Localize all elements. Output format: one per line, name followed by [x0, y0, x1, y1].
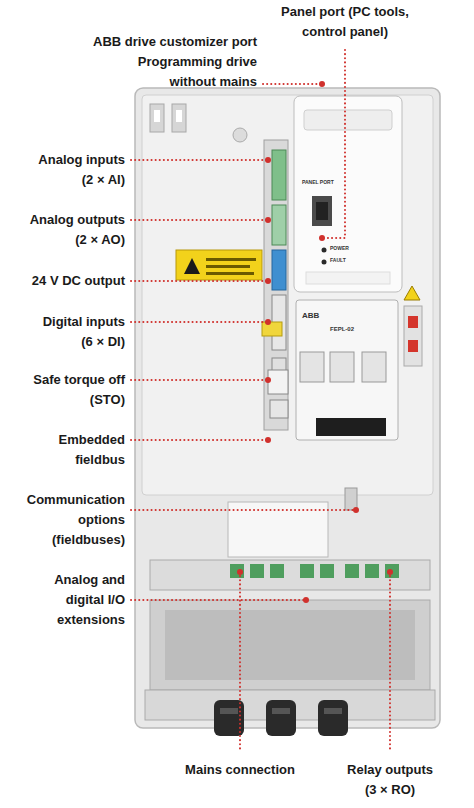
device-marking: ABB	[302, 312, 319, 321]
callout-label: ABB drive customizer port Programming dr…	[90, 32, 257, 92]
callout-label: Digital inputs (6 × DI)	[37, 312, 125, 352]
callout-label: Mains connection	[170, 760, 310, 780]
device-marking: POWER	[330, 246, 349, 252]
callout-label: Embedded fieldbus	[45, 430, 125, 470]
device-marking: FAULT	[330, 258, 346, 264]
callout-label: Analog inputs (2 × AI)	[33, 150, 125, 190]
callout-label: Relay outputs (3 × RO)	[344, 760, 436, 800]
device-marking: PANEL PORT	[302, 180, 334, 186]
callout-label: Communication options (fieldbuses)	[25, 490, 125, 550]
callout-label: Safe torque off (STO)	[25, 370, 125, 410]
callout-label: Analog and digital I/O extensions	[25, 570, 125, 630]
callout-label: Panel port (PC tools, control panel)	[265, 2, 425, 42]
callout-label: Analog outputs (2 × AO)	[25, 210, 125, 250]
device-marking: FEPL-02	[330, 326, 354, 333]
callout-label: 24 V DC output	[5, 271, 125, 291]
